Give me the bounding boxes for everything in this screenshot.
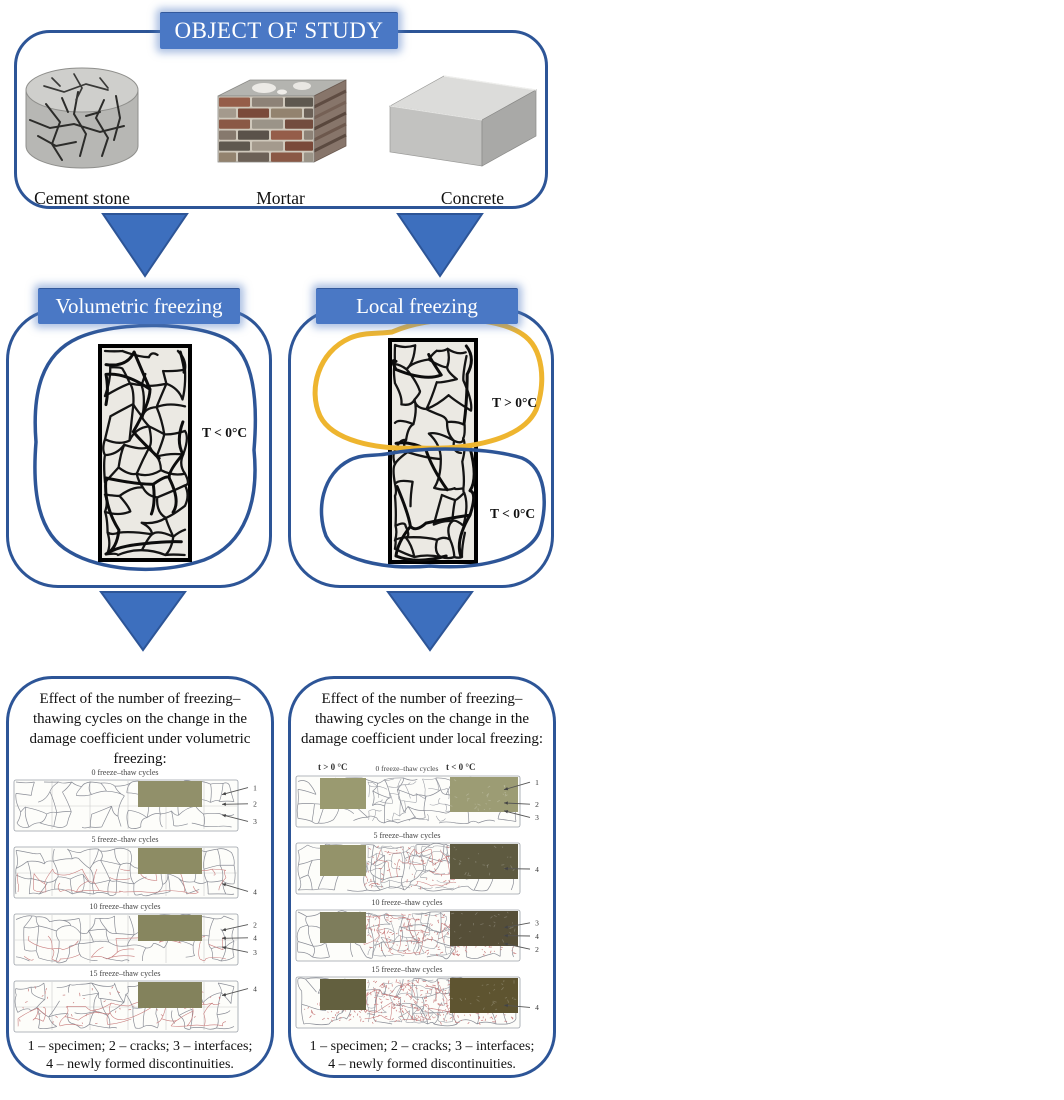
callout-number: 3 [253, 817, 257, 826]
legend-line: 1 – specimen; 2 – cracks; 3 – interfaces… [309, 1039, 535, 1054]
crack-map-strip: 4 [295, 976, 539, 1029]
callout-number: 4 [253, 934, 257, 943]
callout-number: 1 [253, 783, 257, 792]
callout-number: 2 [253, 920, 257, 929]
temp-label-volumetric: T < 0°C [202, 425, 248, 440]
strip-cycles-label: 5 freeze–thaw cycles [91, 835, 159, 844]
volumetric-freezing-title: Volumetric freezing [55, 294, 223, 318]
freeze-thaw-strip-row: t > 0 °C 0 freeze–thaw cycles t < 0 °C 1 2 3 [294, 762, 546, 830]
flow-arrows-middle [99, 591, 474, 652]
temp-label-local-bottom: T < 0°C [490, 506, 536, 521]
down-arrow-icon [101, 213, 189, 278]
freeze-thaw-strip-row: 0 freeze–thaw cycles 1 2 3 [12, 768, 264, 834]
callout-number: 4 [253, 984, 257, 993]
freeze-thaw-strip-row: 15 freeze–thaw cycles 4 [12, 969, 264, 1035]
callout-number: 4 [253, 887, 257, 896]
freeze-thaw-strip-row: 10 freeze–thaw cycles 3 4 2 [294, 898, 546, 964]
local-results-title: Effect of the number of freezing– thawin… [300, 691, 544, 747]
cement-cracks [29, 91, 125, 161]
local-freezing-figure [312, 317, 546, 569]
strip-cycles-label: 15 freeze–thaw cycles [89, 969, 161, 978]
freeze-thaw-strip-row: 5 freeze–thaw cycles 4 [12, 835, 264, 901]
strip-cycles-label: 5 freeze–thaw cycles [373, 831, 441, 840]
strip-cycles-label: 10 freeze–thaw cycles [89, 902, 161, 911]
label-mortar: Mortar [256, 188, 305, 208]
mortar-photo [217, 79, 347, 163]
callout-number: 4 [535, 865, 539, 874]
mortar-side-bands [313, 89, 347, 153]
local-freezing-title: Local freezing [356, 294, 478, 318]
crack-map-strip: 4 [295, 842, 539, 895]
strip-cycles-label: 10 freeze–thaw cycles [371, 898, 443, 907]
local-freezing-header: Local freezing [316, 288, 518, 324]
legend-line: 4 – newly formed discontinuities. [328, 1057, 516, 1073]
temp-label-local-top: T > 0°C [492, 395, 538, 410]
volumetric-legend: 1 – specimen; 2 – cracks; 3 – interfaces… [10, 1038, 270, 1074]
temp-left-label: t > 0 °C [318, 762, 348, 772]
callout-number: 4 [535, 1003, 539, 1012]
label-cement-stone: Cement stone [34, 188, 130, 208]
temp-right-label: t < 0 °C [446, 762, 476, 772]
object-of-study-header: OBJECT OF STUDY [160, 12, 398, 49]
volumetric-results-title: Effect of the number of freezing– thawin… [29, 691, 251, 767]
crack-map-strip: 2 4 3 [13, 913, 257, 966]
down-arrow-icon [396, 213, 484, 278]
volumetric-freezing-figure [33, 323, 258, 572]
down-arrow-icon [99, 591, 187, 652]
strip-cycles-label: 0 freeze–thaw cycles [375, 764, 439, 773]
object-of-study-title: OBJECT OF STUDY [174, 18, 384, 43]
crack-map-strip: 1 2 3 [13, 779, 257, 832]
mortar-front-face [217, 95, 315, 163]
crack-map-strip: 4 [13, 980, 257, 1033]
freeze-thaw-strip-row: 15 freeze–thaw cycles 4 [294, 965, 546, 1031]
local-strips: t > 0 °C 0 freeze–thaw cycles t < 0 °C 1 2 3 5… [294, 762, 546, 1032]
down-arrow-icon [386, 591, 474, 652]
legend-line: 1 – specimen; 2 – cracks; 3 – interfaces… [27, 1039, 253, 1054]
flow-arrows-top [101, 213, 484, 278]
crack-map-strip: 1 2 3 [295, 775, 539, 828]
local-legend: 1 – specimen; 2 – cracks; 3 – interfaces… [292, 1038, 552, 1074]
crack-map-strip: 4 [13, 846, 257, 899]
mortar-bricks [219, 97, 313, 162]
label-concrete: Concrete [440, 188, 505, 208]
callout-number: 1 [535, 778, 539, 787]
callout-number: 2 [535, 945, 539, 954]
strip-cycles-label: 15 freeze–thaw cycles [371, 965, 443, 974]
callout-number: 3 [253, 948, 257, 957]
volumetric-freezing-header: Volumetric freezing [38, 288, 240, 324]
callout-number: 2 [253, 800, 257, 809]
freeze-thaw-strip-row: 5 freeze–thaw cycles 4 [294, 831, 546, 897]
callout-number: 2 [535, 800, 539, 809]
crack-map-strip: 3 4 2 [295, 909, 539, 962]
callout-number: 4 [535, 932, 539, 941]
concrete-photo [388, 75, 538, 167]
cement-stone-photo [25, 67, 139, 169]
callout-number: 3 [535, 919, 539, 928]
callout-number: 3 [535, 813, 539, 822]
freeze-thaw-strip-row: 10 freeze–thaw cycles 2 4 3 [12, 902, 264, 968]
legend-line: 4 – newly formed discontinuities. [46, 1057, 234, 1073]
strip-temp-labels: t > 0 °C 0 freeze–thaw cycles t < 0 °C [294, 762, 546, 774]
strip-cycles-label: 0 freeze–thaw cycles [91, 768, 159, 777]
volumetric-strips: 0 freeze–thaw cycles 1 2 3 5 freeze–thaw cyc… [12, 768, 264, 1036]
